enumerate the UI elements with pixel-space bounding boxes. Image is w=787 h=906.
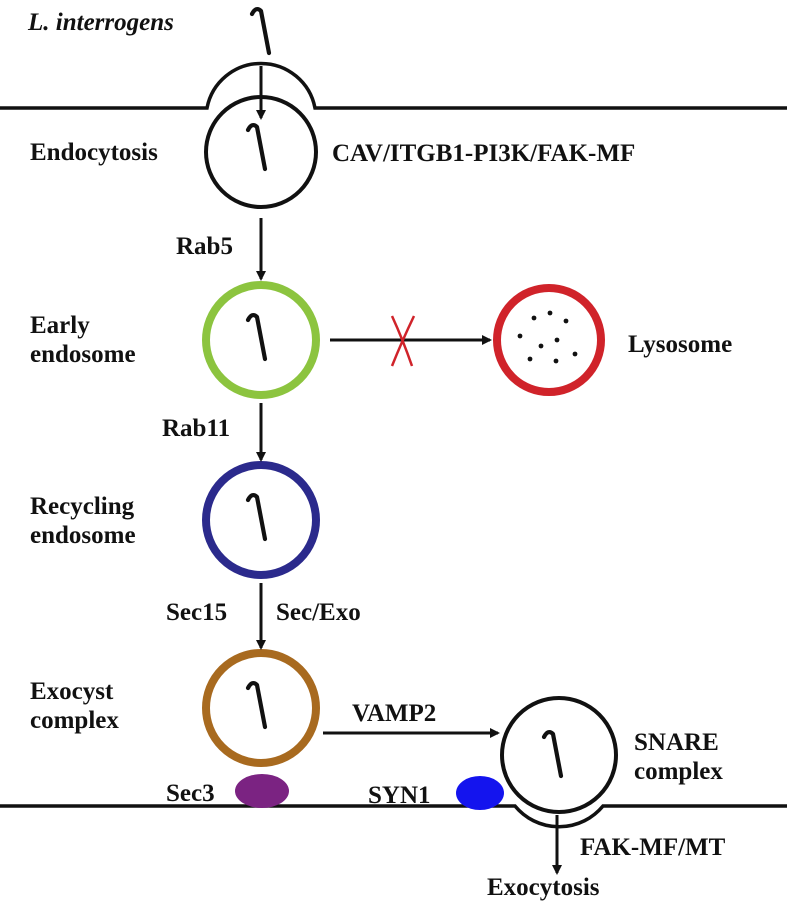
lysosome [493, 284, 605, 396]
exocyst-label-line2: complex [30, 707, 119, 734]
lysosome-dots-icon [517, 310, 578, 364]
sec3-label: Sec3 [166, 780, 215, 807]
syn1-protein [456, 776, 504, 810]
top-cell-membrane [0, 61, 787, 110]
bacterium-icon [252, 9, 269, 53]
exocytosis-pathway-label: FAK-MF/MT [580, 834, 726, 861]
recycling-endosome-label-line1: Recycling [30, 493, 135, 520]
exocytosis-label: Exocytosis [487, 874, 600, 901]
endocytosis-pathway-label: CAV/ITGB1-PI3K/FAK-MF [332, 140, 635, 167]
lysosome-label: Lysosome [628, 331, 732, 358]
bottom-cell-membrane [0, 804, 787, 829]
exocyst-label-line1: Exocyst [30, 678, 114, 705]
early-endosome-label-line2: endosome [30, 341, 136, 368]
snare-label-line2: complex [634, 758, 723, 785]
vamp2-label: VAMP2 [352, 700, 436, 727]
sec3-protein [235, 774, 289, 808]
recycling-endosome-label-line2: endosome [30, 522, 136, 549]
syn1-label: SYN1 [368, 782, 431, 809]
sec-exo-label: Sec/Exo [276, 599, 361, 626]
endocytosis-label: Endocytosis [30, 139, 158, 166]
sec15-label: Sec15 [166, 599, 227, 626]
rab11-label: Rab11 [162, 415, 230, 442]
inhibition-cross-icon [390, 315, 416, 367]
snare-label-line1: SNARE [634, 729, 719, 756]
rab5-label: Rab5 [176, 233, 233, 260]
early-endosome-label-line1: Early [30, 312, 90, 339]
pathogen-label: L. interrogens [27, 9, 174, 36]
